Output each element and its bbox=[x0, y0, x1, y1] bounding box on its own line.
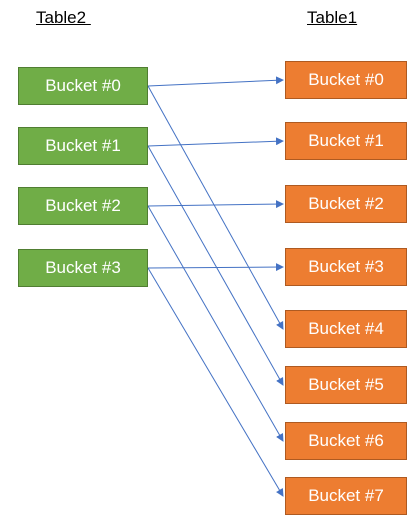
arrow-bucket-0-to-4 bbox=[147, 85, 284, 330]
connection-arrows bbox=[147, 76, 284, 497]
bucket-label: Bucket #2 bbox=[45, 196, 121, 215]
table1-bucket-7: Bucket #7 bbox=[285, 477, 407, 515]
table1-bucket-5: Bucket #5 bbox=[285, 366, 407, 404]
arrow-bucket-3-to-7 bbox=[147, 267, 284, 497]
bucket-label: Bucket #1 bbox=[308, 131, 384, 150]
table1-title: Table1 bbox=[307, 8, 358, 27]
table1-bucket-0: Bucket #0 bbox=[285, 61, 407, 99]
bucket-label: Bucket #2 bbox=[308, 194, 384, 213]
table2-bucket-2: Bucket #2 bbox=[18, 187, 148, 225]
bucket-label: Bucket #0 bbox=[45, 76, 121, 95]
bucket-label: Bucket #5 bbox=[308, 375, 384, 394]
table1-bucket-1: Bucket #1 bbox=[285, 122, 407, 160]
bucket-label: Bucket #7 bbox=[308, 486, 384, 505]
bucket-label: Bucket #1 bbox=[45, 136, 121, 155]
arrow-bucket-3-to-3 bbox=[147, 263, 284, 272]
bucket-label: Bucket #4 bbox=[308, 319, 384, 338]
table1-bucket-2: Bucket #2 bbox=[285, 185, 407, 223]
bucket-label: Bucket #3 bbox=[308, 257, 384, 276]
table2-bucket-1: Bucket #1 bbox=[18, 127, 148, 165]
arrow-bucket-2-to-2 bbox=[147, 200, 284, 209]
table2-bucket-0: Bucket #0 bbox=[18, 67, 148, 105]
arrow-bucket-2-to-6 bbox=[147, 205, 284, 442]
table1-bucket-6: Bucket #6 bbox=[285, 422, 407, 460]
bucket-label: Bucket #3 bbox=[45, 258, 121, 277]
arrow-bucket-0-to-0 bbox=[147, 76, 284, 87]
bucket-label: Bucket #0 bbox=[308, 70, 384, 89]
arrow-bucket-1-to-5 bbox=[147, 145, 284, 386]
table2-bucket-3: Bucket #3 bbox=[18, 249, 148, 287]
table2-title: Table2 bbox=[36, 8, 91, 27]
table1-bucket-4: Bucket #4 bbox=[285, 310, 407, 348]
arrow-bucket-1-to-1 bbox=[147, 137, 284, 147]
bucket-label: Bucket #6 bbox=[308, 431, 384, 450]
table1-bucket-3: Bucket #3 bbox=[285, 248, 407, 286]
